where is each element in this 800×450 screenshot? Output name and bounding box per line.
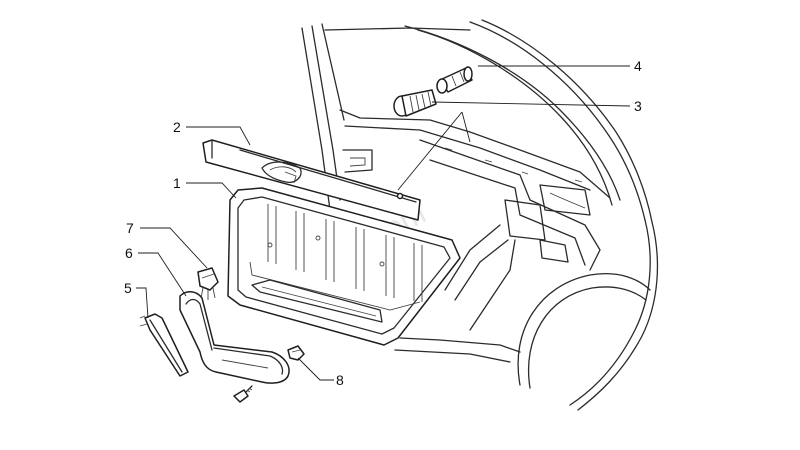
- clip-7: [197, 267, 219, 300]
- callout-label-7: 7: [126, 220, 134, 236]
- callout-label-3: 3: [634, 98, 642, 114]
- door-bush-4: [436, 66, 473, 94]
- retaining-clip-8: [287, 345, 305, 361]
- door-trim-panel: [227, 187, 461, 346]
- callout-label-6: 6: [125, 245, 133, 261]
- callout-label-5: 5: [124, 280, 132, 296]
- callout-label-1: 1: [173, 175, 181, 191]
- upper-trim-strip: [202, 139, 421, 221]
- leader-lines: [136, 65, 631, 381]
- armrest-6: [179, 291, 290, 384]
- callout-label-8: 8: [336, 372, 344, 388]
- car-body-door-frame: [301, 19, 659, 411]
- spring-clip-fastener-3: [393, 89, 437, 117]
- seal-strip-5: [139, 313, 189, 377]
- callout-label-4: 4: [634, 58, 642, 74]
- screw: [233, 385, 253, 403]
- callout-label-2: 2: [173, 119, 181, 135]
